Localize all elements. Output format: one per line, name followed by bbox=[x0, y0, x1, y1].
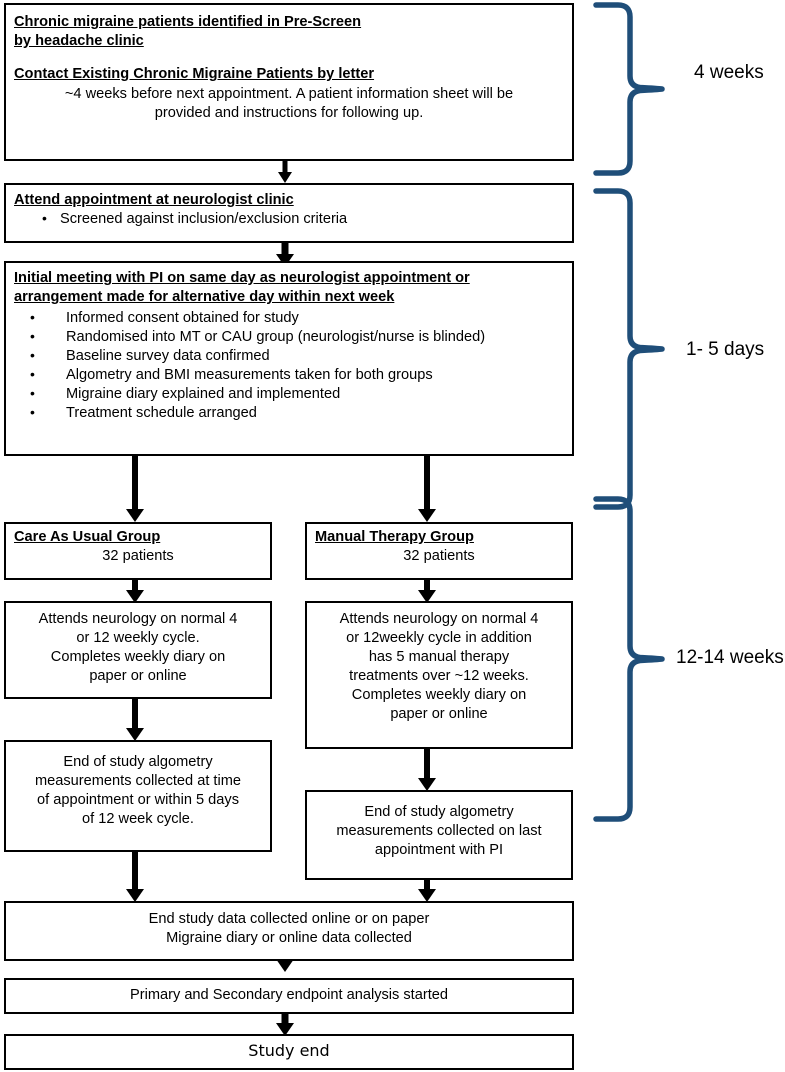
endpoint-analysis-text: Primary and Secondary endpoint analysis … bbox=[130, 987, 448, 1003]
prescreen-body-line1: ~4 weeks before next appointment. A pati… bbox=[64, 85, 514, 102]
arrow-mt-end-algometry-to-end-study-data bbox=[414, 878, 440, 902]
cau-followup-line: Completes weekly diary on bbox=[50, 648, 226, 665]
node-cau-group: Care As Usual Group 32 patients bbox=[4, 522, 272, 580]
arrow-prescreen-to-appointment bbox=[274, 159, 296, 183]
timeline-brace-1-5-days bbox=[592, 186, 667, 512]
mt-followup-line: or 12weekly cycle in addition bbox=[346, 629, 532, 646]
timeline-label-1-5-days: 1- 5 days bbox=[686, 339, 765, 360]
arrow-mt-group-to-followup bbox=[414, 578, 440, 603]
mt-followup-line: Attends neurology on normal 4 bbox=[339, 611, 539, 627]
arrow-initial-meeting-to-mt bbox=[414, 455, 440, 522]
arrow-mt-followup-to-end-algometry bbox=[414, 747, 440, 791]
cau-end-algometry-line: of 12 week cycle. bbox=[82, 810, 194, 827]
mt-end-algometry-line: measurements collected on last bbox=[336, 822, 542, 839]
node-study-end: Study end bbox=[4, 1034, 574, 1070]
node-cau-end-algometry: End of study algometry measurements coll… bbox=[4, 740, 272, 852]
list-item: Screened against inclusion/exclusion cri… bbox=[14, 209, 564, 229]
mt-followup-line: has 5 manual therapy bbox=[368, 648, 510, 665]
mt-followup-line: treatments over ~12 weeks. bbox=[349, 667, 529, 684]
node-mt-group: Manual Therapy Group 32 patients bbox=[305, 522, 573, 580]
timeline-label-12-14-weeks: 12-14 weeks bbox=[676, 647, 784, 668]
prescreen-body-line2: provided and instructions for following … bbox=[154, 104, 424, 121]
cau-followup-line: Attends neurology on normal 4 bbox=[38, 611, 238, 627]
timeline-brace-12-14-weeks bbox=[592, 494, 667, 824]
node-neurologist-appointment: Attend appointment at neurologist clinic… bbox=[4, 183, 574, 243]
cau-followup-line: paper or online bbox=[89, 667, 187, 684]
list-item: Baseline survey data confirmed bbox=[14, 346, 564, 366]
mt-followup-line: Completes weekly diary on bbox=[351, 686, 527, 703]
list-item: Informed consent obtained for study bbox=[14, 308, 564, 328]
prescreen-heading-line2: by headache clinic bbox=[14, 32, 144, 49]
mt-followup-line: paper or online bbox=[390, 705, 488, 722]
arrow-cau-end-algometry-to-end-study-data bbox=[122, 850, 148, 902]
mt-group-heading: Manual Therapy Group bbox=[315, 529, 474, 545]
initial-meeting-heading-line2: arrangement made for alternative day wit… bbox=[14, 288, 395, 305]
cau-followup-line: or 12 weekly cycle. bbox=[76, 629, 200, 646]
initial-meeting-heading-line1: Initial meeting with PI on same day as n… bbox=[14, 270, 470, 286]
list-item: Randomised into MT or CAU group (neurolo… bbox=[14, 327, 564, 347]
list-item: Treatment schedule arranged bbox=[14, 403, 564, 423]
timeline-brace-4-weeks bbox=[592, 0, 667, 178]
node-initial-meeting: Initial meeting with PI on same day as n… bbox=[4, 261, 574, 456]
mt-end-algometry-line: appointment with PI bbox=[374, 841, 504, 858]
cau-end-algometry-line: of appointment or within 5 days bbox=[37, 791, 239, 808]
node-mt-followup: Attends neurology on normal 4 or 12weekl… bbox=[305, 601, 573, 749]
cau-group-heading: Care As Usual Group bbox=[14, 529, 161, 545]
arrow-cau-followup-to-end-algometry bbox=[122, 697, 148, 741]
neurologist-appointment-heading: Attend appointment at neurologist clinic bbox=[14, 192, 294, 208]
prescreen-heading-line1: Chronic migraine patients identified in … bbox=[14, 14, 362, 30]
initial-meeting-bullets: Informed consent obtained for study Rand… bbox=[14, 308, 564, 424]
study-end-text: Study end bbox=[248, 1041, 330, 1060]
mt-end-algometry-line: End of study algometry bbox=[364, 804, 514, 820]
mt-group-subtitle: 32 patients bbox=[403, 547, 475, 564]
arrow-cau-group-to-followup bbox=[122, 578, 148, 603]
node-mt-end-algometry: End of study algometry measurements coll… bbox=[305, 790, 573, 880]
cau-end-algometry-line: measurements collected at time bbox=[34, 772, 242, 789]
neurologist-appointment-bullets: Screened against inclusion/exclusion cri… bbox=[14, 209, 564, 229]
cau-end-algometry-line: End of study algometry bbox=[63, 754, 213, 770]
cau-group-subtitle: 32 patients bbox=[102, 547, 174, 564]
node-end-study-data: End study data collected online or on pa… bbox=[4, 901, 574, 961]
prescreen-heading-line3: Contact Existing Chronic Migraine Patien… bbox=[14, 65, 375, 82]
list-item: Migraine diary explained and implemented bbox=[14, 384, 564, 404]
list-item: Algometry and BMI measurements taken for… bbox=[14, 365, 564, 385]
end-study-data-line: Migraine diary or online data collected bbox=[166, 929, 412, 946]
node-prescreen: Chronic migraine patients identified in … bbox=[4, 3, 574, 161]
node-endpoint-analysis: Primary and Secondary endpoint analysis … bbox=[4, 978, 574, 1014]
node-cau-followup: Attends neurology on normal 4 or 12 week… bbox=[4, 601, 272, 699]
timeline-label-4-weeks: 4 weeks bbox=[694, 62, 764, 83]
end-study-data-line: End study data collected online or on pa… bbox=[148, 911, 430, 927]
arrow-initial-meeting-to-cau bbox=[122, 455, 148, 522]
